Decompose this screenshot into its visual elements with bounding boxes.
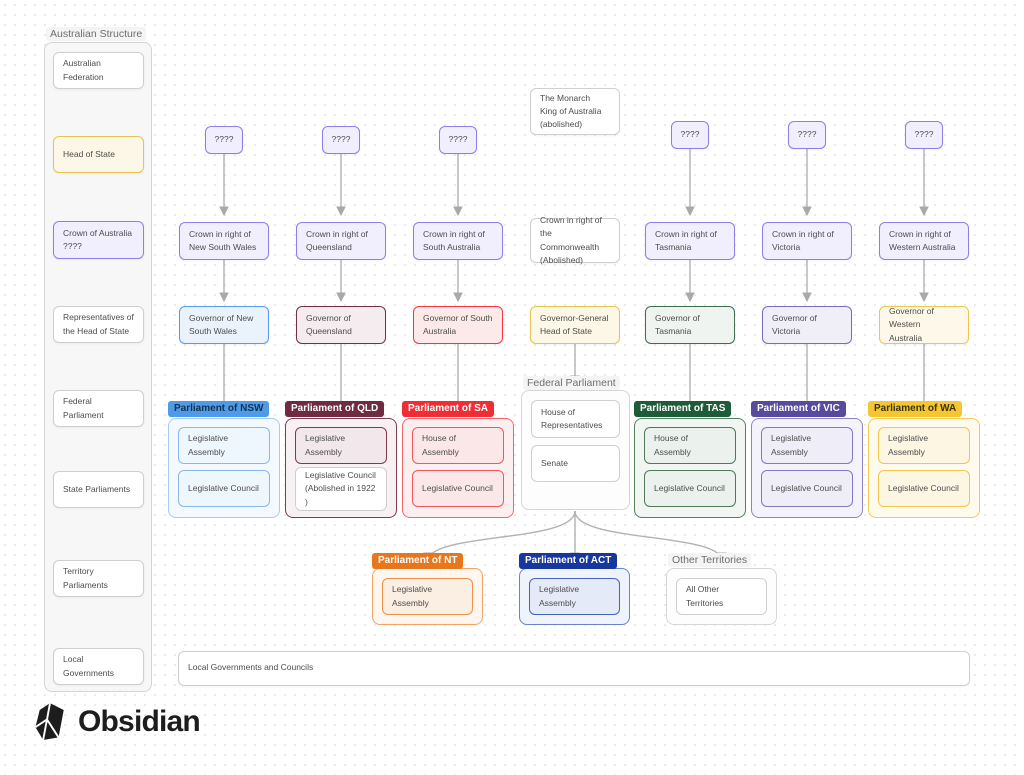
node-governor-sa[interactable]: Governor of South Australia (413, 306, 503, 344)
node-sa-house-of-assembly[interactable]: House of Assembly (412, 427, 504, 464)
node-unknown-tas[interactable]: ???? (671, 121, 709, 149)
legend-crown-of-australia[interactable]: Crown of Australia ???? (53, 221, 144, 259)
node-crown-qld[interactable]: Crown in right of Queensland (296, 222, 386, 260)
node-sa-legislative-council[interactable]: Legislative Council (412, 470, 504, 507)
legend-state-parliaments[interactable]: State Parliaments (53, 471, 144, 508)
node-local-governments-councils[interactable]: Local Governments and Councils (178, 651, 970, 686)
node-crown-wa[interactable]: Crown in right of Western Australia (879, 222, 969, 260)
legend-local-governments[interactable]: Local Governments (53, 648, 144, 685)
node-unknown-wa[interactable]: ???? (905, 121, 943, 149)
node-nsw-legislative-assembly[interactable]: Legislative Assembly (178, 427, 270, 464)
node-house-of-representatives[interactable]: House of Representatives (531, 400, 620, 438)
node-all-other-territories[interactable]: All Other Territories (676, 578, 767, 615)
node-unknown-qld[interactable]: ???? (322, 126, 360, 154)
group-label-parliament-sa[interactable]: Parliament of SA (402, 401, 495, 417)
node-nsw-legislative-council[interactable]: Legislative Council (178, 470, 270, 507)
node-nt-legislative-assembly[interactable]: Legislative Assembly (382, 578, 473, 615)
legend-territory-parliaments[interactable]: Territory Parliaments (53, 560, 144, 597)
group-label-parliament-act[interactable]: Parliament of ACT (519, 553, 618, 569)
obsidian-logo-icon (34, 702, 64, 741)
node-unknown-sa[interactable]: ???? (439, 126, 477, 154)
group-label-parliament-qld[interactable]: Parliament of QLD (285, 401, 385, 417)
node-qld-legislative-council[interactable]: Legislative Council (Abolished in 1922 ) (295, 467, 387, 511)
node-unknown-vic[interactable]: ???? (788, 121, 826, 149)
legend-head-of-state[interactable]: Head of State (53, 136, 144, 173)
node-act-legislative-assembly[interactable]: Legislative Assembly (529, 578, 620, 615)
node-governor-nsw[interactable]: Governor of New South Wales (179, 306, 269, 344)
node-tas-house-of-assembly[interactable]: House of Assembly (644, 427, 736, 464)
group-title-other-territories[interactable]: Other Territories (668, 553, 752, 567)
node-crown-sa[interactable]: Crown in right of South Australia (413, 222, 503, 260)
obsidian-watermark: Obsidian (32, 701, 201, 743)
node-qld-legislative-assembly[interactable]: Legislative Assembly (295, 427, 387, 464)
node-unknown-nsw[interactable]: ???? (205, 126, 243, 154)
node-governor-general[interactable]: Governor-General Head of State (530, 306, 620, 344)
group-label-parliament-wa[interactable]: Parliament of WA (868, 401, 963, 417)
group-title-australian-structure[interactable]: Australian Structure (46, 27, 147, 41)
node-wa-legislative-council[interactable]: Legislative Council (878, 470, 970, 507)
obsidian-logo-text: Obsidian (78, 705, 201, 738)
legend-australian-federation[interactable]: Australian Federation (53, 52, 144, 89)
node-crown-commonwealth[interactable]: Crown in right of the Commonwealth (Abol… (530, 215, 620, 265)
legend-representatives[interactable]: Representatives of the Head of State (53, 306, 144, 343)
node-monarch[interactable]: The Monarch King of Australia (abolished… (530, 88, 620, 135)
group-label-parliament-tas[interactable]: Parliament of TAS (634, 401, 732, 417)
node-senate[interactable]: Senate (531, 445, 620, 482)
group-label-parliament-nsw[interactable]: Parliament of NSW (168, 401, 270, 417)
node-vic-legislative-assembly[interactable]: Legislative Assembly (761, 427, 853, 464)
group-label-parliament-vic[interactable]: Parliament of VIC (751, 401, 846, 417)
node-crown-tas[interactable]: Crown in right of Tasmania (645, 222, 735, 260)
node-crown-nsw[interactable]: Crown in right of New South Wales (179, 222, 269, 260)
node-governor-qld[interactable]: Governor of Queensland (296, 306, 386, 344)
node-governor-wa[interactable]: Governor of Western Australia (879, 306, 969, 344)
node-wa-legislative-assembly[interactable]: Legislative Assembly (878, 427, 970, 464)
group-label-parliament-nt[interactable]: Parliament of NT (372, 553, 464, 569)
node-crown-vic[interactable]: Crown in right of Victoria (762, 222, 852, 260)
node-tas-legislative-council[interactable]: Legislative Council (644, 470, 736, 507)
node-governor-vic[interactable]: Governor of Victoria (762, 306, 852, 344)
group-title-federal-parliament[interactable]: Federal Parliament (523, 376, 620, 390)
node-vic-legislative-council[interactable]: Legislative Council (761, 470, 853, 507)
legend-federal-parliament[interactable]: Federal Parliament (53, 390, 144, 427)
node-governor-tas[interactable]: Governor of Tasmania (645, 306, 735, 344)
